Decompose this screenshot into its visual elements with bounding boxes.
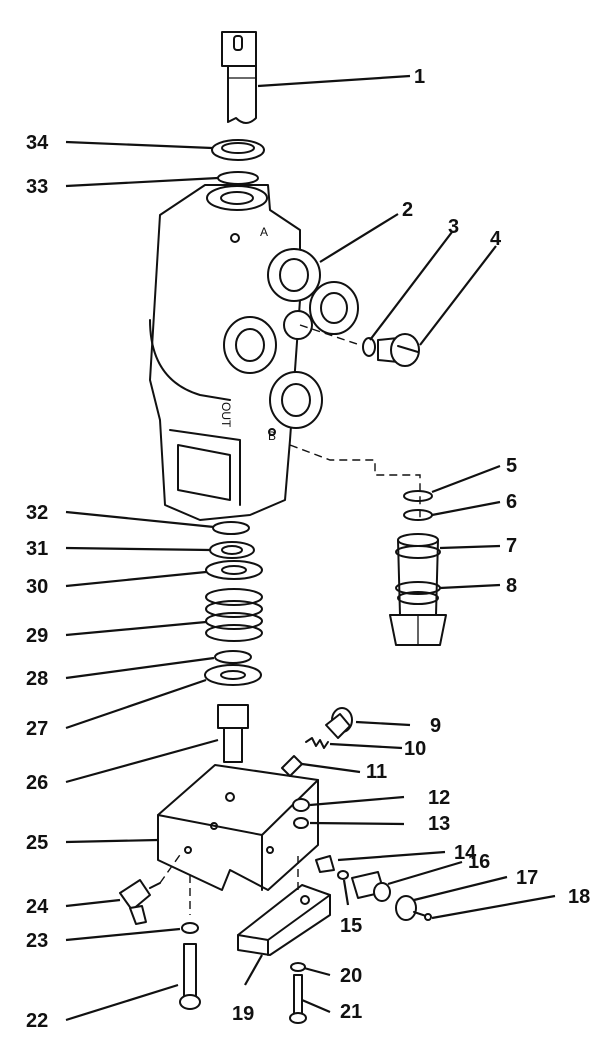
relief-valve-part: [389, 533, 447, 646]
plug-o-ring-part: [362, 337, 376, 357]
callout-11: 11: [366, 761, 387, 783]
spring-part: [205, 588, 263, 642]
spring-seat-27-part: [204, 664, 262, 686]
port-right: [309, 281, 359, 335]
callout-1: 1: [414, 66, 425, 88]
callout-20: 20: [340, 965, 362, 987]
callout-15: 15: [340, 915, 362, 937]
callout-23: 23: [26, 930, 48, 952]
callout-18: 18: [568, 886, 590, 908]
callout-29: 29: [26, 625, 48, 647]
poppet-14-part: [315, 855, 335, 873]
callout-10: 10: [404, 738, 426, 760]
spring-15-part: [337, 870, 349, 880]
port-left: [223, 316, 277, 374]
spring-10-part: [305, 737, 329, 749]
callout-17: 17: [516, 867, 538, 889]
callout-27: 27: [26, 718, 48, 740]
washer-31-part: [209, 541, 255, 559]
cap-17-part: [395, 895, 417, 921]
washer-20-part: [290, 962, 306, 972]
callout-31: 31: [26, 538, 48, 560]
bolt-22-part: [179, 943, 201, 1010]
o-ring-5-part: [403, 490, 433, 502]
port-b-mark: B: [268, 429, 276, 443]
plug-16-part: [351, 871, 391, 902]
callout-32: 32: [26, 502, 48, 524]
washer-28-part: [214, 650, 252, 664]
callout-30: 30: [26, 576, 48, 598]
callout-22: 22: [26, 1010, 48, 1032]
nut-12-part: [292, 798, 310, 812]
o-ring-32-part: [212, 521, 250, 535]
port-center: [283, 310, 313, 340]
cap-9-part: [325, 707, 353, 739]
callout-4: 4: [490, 228, 502, 250]
ball-11-part: [281, 755, 303, 777]
washer-30-part: [205, 560, 263, 580]
spool-part: [221, 31, 257, 124]
port-upper: [267, 248, 321, 302]
callout-33: 33: [26, 176, 48, 198]
backup-ring-6-part: [403, 509, 433, 521]
callout-21: 21: [340, 1001, 362, 1023]
washer-23-part: [181, 922, 199, 934]
out-port-mark: OUT: [219, 402, 233, 428]
plug-part: [377, 333, 420, 367]
port-lower: [269, 371, 323, 429]
washer-13-part: [293, 817, 309, 829]
port-a-mark: A: [260, 225, 268, 239]
callout-2: 2: [402, 199, 413, 221]
callout-28: 28: [26, 668, 48, 690]
callout-13: 13: [428, 813, 450, 835]
screw-18-part: [413, 911, 432, 921]
callout-12: 12: [428, 787, 450, 809]
o-ring-top-part: [217, 171, 259, 185]
fitting-assembly-line: [159, 851, 183, 884]
callout-8: 8: [506, 575, 517, 597]
callout-26: 26: [26, 772, 48, 794]
leader-lines: [65, 74, 556, 1022]
relief-valve-assembly-line: [289, 444, 421, 520]
callout-25: 25: [26, 832, 48, 854]
callout-6: 6: [506, 491, 517, 513]
callout-34: 34: [26, 132, 49, 154]
end-cap-part: [157, 764, 319, 891]
callout-5: 5: [506, 455, 517, 477]
callout-3: 3: [448, 216, 459, 238]
callout-24: 24: [26, 896, 49, 918]
callout-9: 9: [430, 715, 441, 737]
bolt-21-part: [289, 974, 307, 1024]
valve-body-part: OUT A B: [149, 184, 359, 521]
callout-14: 14: [454, 842, 477, 864]
wiper-seal-part: [211, 139, 265, 161]
callout-16: 16: [468, 851, 490, 873]
elbow-fitting-part: [119, 879, 161, 925]
callout-labels: 1 2 3 4 5 6 7 8 9 10 11 12 13 14 15 16 1…: [26, 66, 590, 1032]
spool-bolt-part: [217, 704, 249, 763]
bracket-part: [237, 884, 331, 956]
plug-assembly-line: [299, 324, 361, 346]
callout-19: 19: [232, 1003, 254, 1025]
callout-7: 7: [506, 535, 517, 557]
